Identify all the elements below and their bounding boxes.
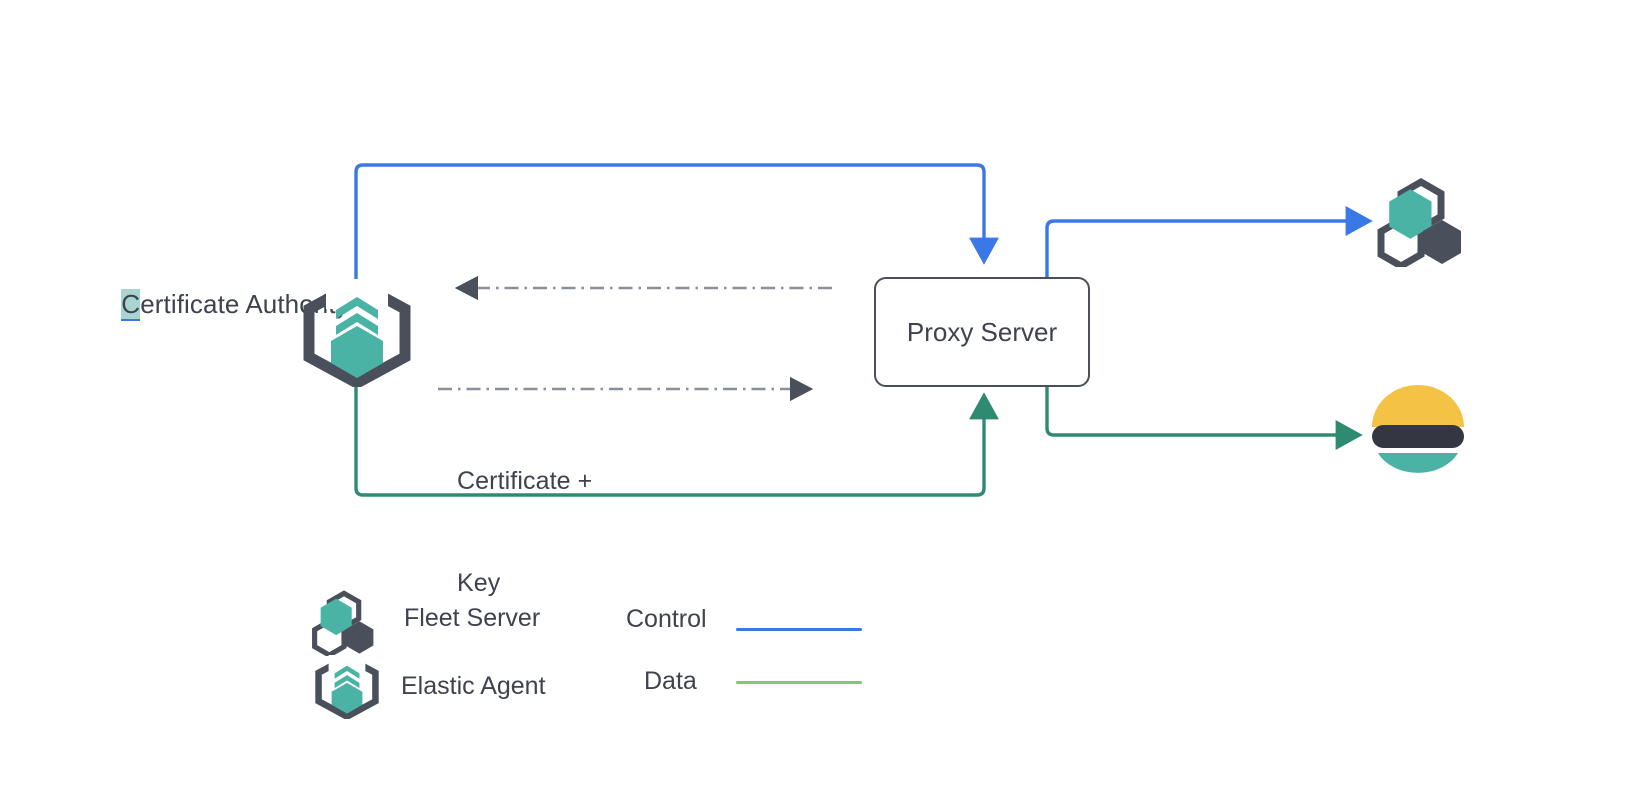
fleet-server-icon bbox=[1377, 177, 1461, 267]
proxy-server-label: Proxy Server bbox=[906, 316, 1058, 347]
elastic-agent-icon bbox=[303, 279, 411, 387]
legend-elastic-agent-icon bbox=[315, 655, 379, 719]
legend-fleet-server-icon bbox=[312, 590, 374, 656]
certificate-key-edge-label: Certificate + Key bbox=[457, 396, 592, 668]
certificate-authority-selected-char: C bbox=[121, 289, 141, 319]
legend-label-fleet-server: Fleet Server bbox=[404, 604, 541, 632]
legend-label-data: Data bbox=[644, 667, 697, 695]
edge-proxy-to-elasticsearch-data bbox=[1045, 387, 1363, 450]
elasticsearch-icon bbox=[1372, 385, 1464, 473]
legend-label-elastic-agent: Elastic Agent bbox=[401, 672, 546, 700]
edge-agent-to-proxy-control bbox=[354, 163, 999, 300]
legend-line-data bbox=[736, 681, 862, 684]
edge-proxy-to-fleet-control bbox=[1045, 206, 1373, 277]
legend-line-control bbox=[736, 628, 862, 631]
certificate-key-line-2: Key bbox=[457, 569, 501, 597]
proxy-server-node[interactable]: Proxy Server bbox=[874, 277, 1090, 387]
edge-agent-to-proxy-data bbox=[354, 380, 999, 497]
certificate-key-line-1: Certificate + bbox=[457, 467, 593, 495]
legend-label-control: Control bbox=[626, 605, 707, 633]
